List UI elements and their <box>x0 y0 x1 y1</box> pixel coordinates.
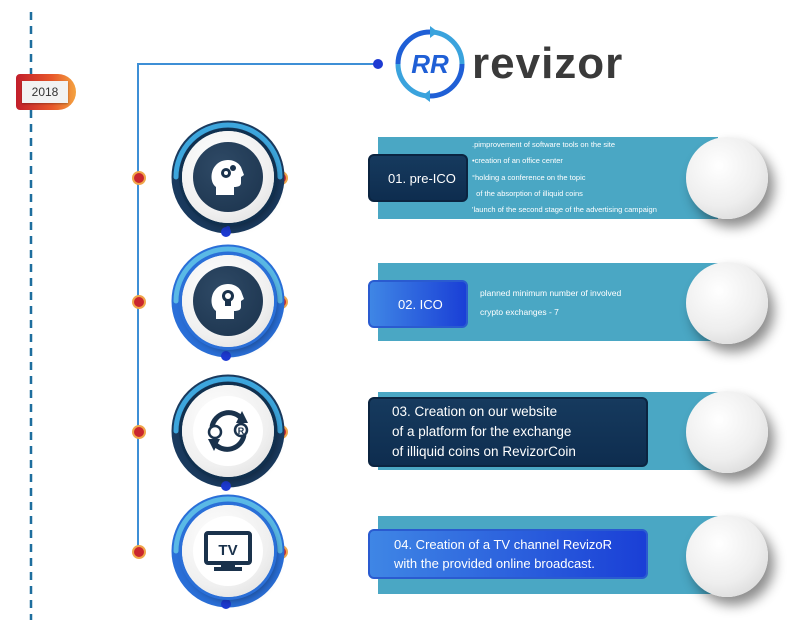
tv-icon: TV <box>204 531 252 571</box>
main-connector <box>137 63 378 555</box>
head-gears-icon <box>211 159 244 195</box>
stage-1-item: 'launch of the second stage of the adver… <box>472 205 657 215</box>
stage-3-label: 03. Creation on our website of a platfor… <box>368 397 648 467</box>
stage-1-icon-disc <box>182 131 274 223</box>
stage-1-label: 01. pre-ICO <box>368 154 468 202</box>
brand-name: revizor <box>472 39 624 88</box>
revizor-logo-icon: RR <box>395 26 465 102</box>
stage-2-label: 02. ICO <box>368 280 468 328</box>
node-left-3 <box>132 425 146 439</box>
stage-1-item: of the absorption of illiquid coins <box>476 188 583 198</box>
stage-1-knob <box>686 137 768 219</box>
node-left-1 <box>132 171 146 185</box>
node-left-2 <box>132 295 146 309</box>
head-lightbulb-icon <box>211 283 244 319</box>
stage-4-label: 04. Creation of a TV channel RevizoR wit… <box>368 529 648 579</box>
stage-2-icon-disc <box>182 255 274 347</box>
stage-4-icon-disc: TV <box>182 505 274 597</box>
logo-monogram: RR <box>411 49 449 79</box>
node-left-4 <box>132 545 146 559</box>
stage-3-knob <box>686 391 768 473</box>
tv-icon-text: TV <box>218 542 237 559</box>
stage-2-note: planned minimum number of involved crypt… <box>480 288 622 317</box>
stage-1-item: .pimprovement of software tools on the s… <box>472 140 615 149</box>
stage-1-items: .pimprovement of software tools on the s… <box>472 137 657 218</box>
coin-exchange-icon: R <box>207 410 249 452</box>
year-label: 2018 <box>22 81 68 103</box>
stage-1-item: •creation of an office center <box>472 156 563 166</box>
stage-3-icon-disc: R <box>182 385 274 477</box>
stage-4-knob <box>686 515 768 597</box>
stage-2-knob <box>686 262 768 344</box>
svg-text:R: R <box>238 426 245 436</box>
stage-1-item: °holding a conference on the topic <box>472 172 586 182</box>
